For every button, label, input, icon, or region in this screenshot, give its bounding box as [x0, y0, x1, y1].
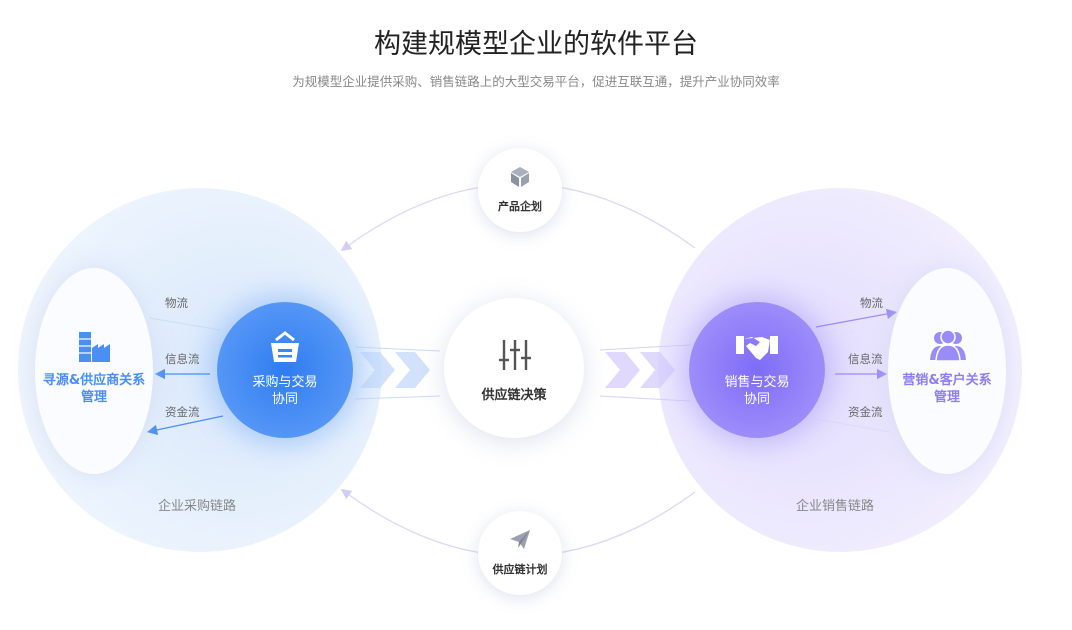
- cube-icon: [511, 167, 529, 187]
- sourcing-supplier-ellipse: 寻源&供应商关系管理: [35, 268, 153, 474]
- basket-icon: [271, 331, 299, 362]
- marketing-customer-ellipse: 营销&客户关系管理: [888, 268, 1006, 474]
- right-chevrons: [605, 352, 675, 388]
- top-node-label: 产品企划: [498, 200, 542, 213]
- flow-label: 物流: [165, 296, 188, 310]
- flow-label: 物流: [860, 296, 883, 310]
- sales-chain-label: 企业销售链路: [796, 499, 875, 514]
- page-title: 构建规模型企业的软件平台: [374, 29, 698, 60]
- center-label: 供应链决策: [481, 388, 547, 403]
- users-icon: [930, 329, 966, 362]
- node-label: 协同: [271, 392, 298, 407]
- product-planning-node: 产品企划: [478, 148, 562, 232]
- procurement-chain-label: 企业采购链路: [158, 499, 237, 514]
- flow-label: 资金流: [165, 405, 200, 419]
- ellipse-label: 管理: [933, 390, 960, 405]
- flow-label: 信息流: [848, 352, 883, 366]
- procurement-collaboration-node: 采购与交易协同: [217, 302, 353, 438]
- flow-label: 信息流: [165, 352, 200, 366]
- left-chevrons: [360, 352, 430, 388]
- handshake-icon: [736, 336, 778, 360]
- node-label: 采购与交易: [252, 375, 318, 390]
- flow-label: 资金流: [848, 405, 883, 419]
- node-label: 协同: [743, 392, 770, 407]
- page-subtitle: 为规模型企业提供采购、销售链路上的大型交易平台，促进互联互通，提升产业协同效率: [292, 74, 780, 89]
- factory-icon: [79, 332, 110, 362]
- ellipse-label: 寻源&供应商关系: [42, 373, 146, 388]
- supply-chain-planning-node: 供应链计划: [478, 511, 562, 595]
- paper-plane-icon: [510, 530, 530, 549]
- ellipse-label: 营销&客户关系: [902, 373, 992, 388]
- bottom-node-label: 供应链计划: [492, 563, 548, 576]
- ellipse-label: 管理: [80, 390, 107, 405]
- node-label: 销售与交易: [724, 375, 790, 390]
- sliders-icon: [499, 340, 531, 370]
- sales-collaboration-node: 销售与交易协同: [689, 302, 825, 438]
- supply-chain-decision-node: 供应链决策: [444, 298, 584, 438]
